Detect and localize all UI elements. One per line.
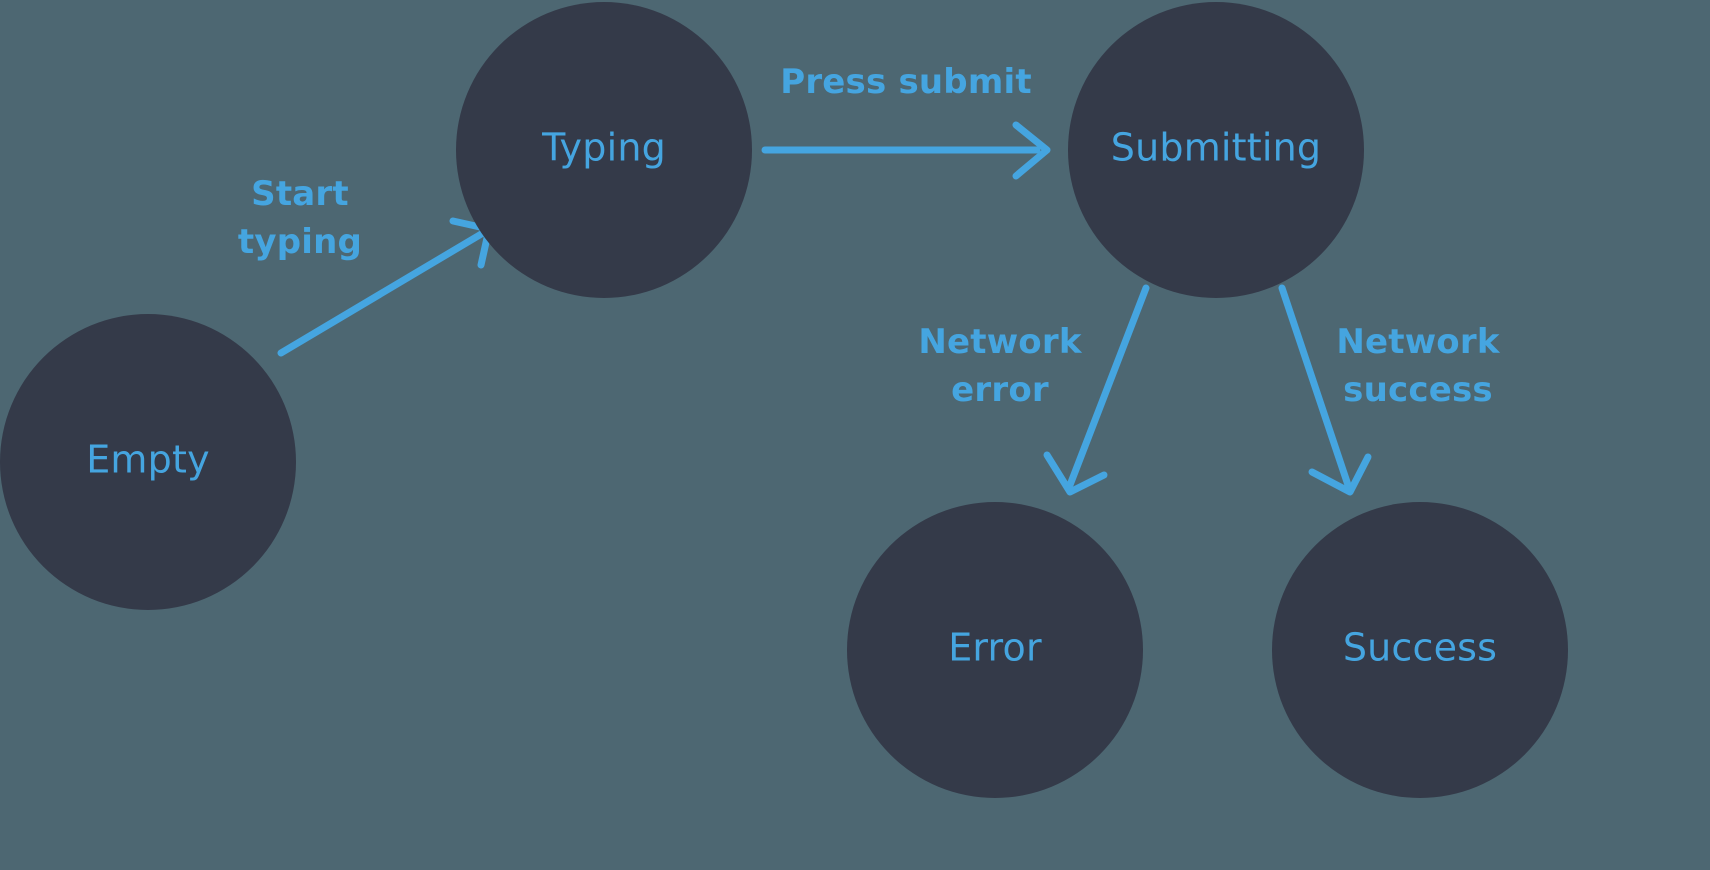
state-node-success[interactable]: Success (1272, 502, 1568, 798)
arrowhead-icon-network-error (1043, 451, 1108, 496)
transition-label-line-start-typing-1: typing (238, 222, 362, 262)
transition-label-line-start-typing-0: Start (251, 174, 349, 214)
transition-label-line-network-success-1: success (1343, 370, 1493, 410)
transition-label-network-error: Network error (918, 322, 1083, 410)
transition-network-success (1278, 284, 1372, 496)
transition-press-submit (761, 121, 1051, 180)
transition-line-network-error (1066, 284, 1150, 489)
state-circle-submitting[interactable] (1068, 2, 1364, 298)
state-node-submitting[interactable]: Submitting (1068, 2, 1364, 298)
state-circle-success[interactable] (1272, 502, 1568, 798)
state-circle-error[interactable] (847, 502, 1143, 798)
state-node-empty[interactable]: Empty (0, 314, 296, 610)
transition-label-network-success: Network success (1336, 322, 1501, 410)
transition-line-start-typing (277, 229, 487, 357)
state-label-typing: Typing (541, 126, 666, 170)
transition-label-line-network-error-1: error (951, 370, 1049, 410)
state-label-error: Error (948, 626, 1042, 670)
transition-label-line-network-success-0: Network (1336, 322, 1501, 362)
arrowhead-icon-press-submit (1012, 121, 1051, 180)
state-label-success: Success (1343, 626, 1497, 670)
arrowhead-icon-network-success (1308, 453, 1372, 496)
state-label-submitting: Submitting (1111, 126, 1321, 170)
transition-label-start-typing: Start typing (238, 174, 362, 262)
state-circle-typing[interactable] (456, 2, 752, 298)
transition-network-error (1043, 284, 1150, 496)
state-node-error[interactable]: Error (847, 502, 1143, 798)
transition-label-press-submit: Press submit (780, 62, 1032, 102)
state-label-empty: Empty (86, 438, 210, 482)
transition-label-line-network-error-0: Network (918, 322, 1083, 362)
transition-label-line-press-submit-0: Press submit (780, 62, 1032, 102)
state-circle-empty[interactable] (0, 314, 296, 610)
transition-line-network-success (1278, 284, 1352, 489)
state-node-typing[interactable]: Typing (456, 2, 752, 298)
